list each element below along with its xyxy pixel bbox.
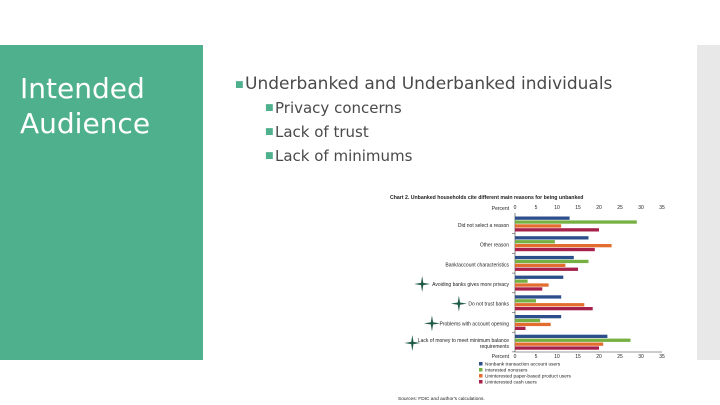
bar xyxy=(515,334,608,338)
bar xyxy=(515,255,574,260)
tick-label-top: 30 xyxy=(638,205,644,211)
bar xyxy=(515,315,562,319)
bullet-text: Underbanked and Underbanked individuals xyxy=(245,74,613,94)
star-marker-icon xyxy=(414,275,431,292)
bar xyxy=(515,216,570,220)
bar xyxy=(515,287,543,291)
legend-swatch xyxy=(479,380,483,384)
right-edge-band xyxy=(697,45,720,360)
category-label: Lack of money to meet minimum balance xyxy=(418,338,509,344)
title-panel: Intended Audience xyxy=(0,45,203,360)
category-label: Avoiding banks gives more privacy xyxy=(432,282,509,288)
category-label: Problems with account opening xyxy=(440,321,510,327)
bar xyxy=(515,279,528,283)
tick-label-bottom: 30 xyxy=(638,354,644,360)
chart-source-note: Sources: FDIC and author's calculations. xyxy=(398,396,485,402)
bar xyxy=(515,283,549,287)
bullet-text: Privacy concerns xyxy=(275,99,402,117)
tick-label-top: 25 xyxy=(617,205,623,211)
star-marker-icon xyxy=(404,335,421,352)
legend-label: Nonbank transaction account users xyxy=(485,361,561,367)
category-label: Did not select a reason xyxy=(458,223,509,229)
bullet-dot-icon: ■ xyxy=(265,151,274,161)
bar xyxy=(515,295,562,299)
tick-label-bottom: 5 xyxy=(535,354,538,360)
bullet-text: Lack of trust xyxy=(275,123,369,141)
bar xyxy=(515,244,612,248)
tick-label-bottom: 20 xyxy=(596,354,602,360)
legend-label: Interested nonusers xyxy=(485,367,528,373)
tick-label-bottom: 15 xyxy=(575,354,581,360)
bar xyxy=(515,228,599,232)
reasons-bar-chart: Chart 2. Unbanked households cite differ… xyxy=(390,195,665,402)
bar xyxy=(515,342,604,346)
bullet-item-2: ■ Privacy concerns xyxy=(233,96,683,120)
slide-title: Intended Audience xyxy=(20,72,151,140)
tick-label-top: 35 xyxy=(659,205,665,211)
tick-label-top: 15 xyxy=(575,205,581,211)
legend-label: Uninterested paper-based product users xyxy=(485,373,571,379)
tick-label-bottom: 25 xyxy=(617,354,623,360)
bar xyxy=(515,346,599,350)
bullet-dot-icon: ■ xyxy=(235,80,244,90)
legend-swatch xyxy=(479,362,483,366)
chart-title: Chart 2. Unbanked households cite differ… xyxy=(390,195,583,201)
axis-label-top: Percent xyxy=(492,206,510,212)
tick-label-top: 0 xyxy=(514,205,517,211)
tick-label-top: 10 xyxy=(554,205,560,211)
tick-label-bottom: 0 xyxy=(514,354,517,360)
bullet-dot-icon: ■ xyxy=(265,127,274,137)
bar xyxy=(515,220,637,224)
bar xyxy=(515,299,536,303)
tick-label-top: 20 xyxy=(596,205,602,211)
bar xyxy=(515,303,585,307)
bar xyxy=(515,307,593,311)
bar xyxy=(515,224,562,228)
category-label: Bank/account characteristics xyxy=(445,262,509,268)
bar xyxy=(515,263,566,267)
bar xyxy=(515,326,526,330)
bar xyxy=(515,236,589,240)
bar xyxy=(515,318,541,323)
tick-label-top: 5 xyxy=(535,205,538,211)
tick-label-bottom: 35 xyxy=(659,354,665,360)
bullet-item-4: ■ Lack of minimums xyxy=(233,144,683,168)
axis-label-bottom: Percent xyxy=(492,354,510,360)
bullet-item-1: ■ Underbanked and Underbanked individual… xyxy=(233,72,683,96)
bar xyxy=(515,275,564,279)
bar xyxy=(515,247,595,252)
category-label: Other reason xyxy=(480,243,509,249)
tick-label-bottom: 10 xyxy=(554,354,560,360)
legend-swatch xyxy=(479,374,483,378)
bar xyxy=(515,322,551,327)
star-marker-icon xyxy=(450,295,467,312)
star-marker-icon xyxy=(423,315,440,332)
bar xyxy=(515,259,589,264)
bullet-text: Lack of minimums xyxy=(275,147,413,165)
bullet-item-3: ■ Lack of trust xyxy=(233,120,683,144)
bullet-dot-icon: ■ xyxy=(265,103,274,113)
legend-swatch xyxy=(479,368,483,372)
bar xyxy=(515,267,578,271)
category-label: requirements xyxy=(480,344,510,350)
bullet-list: ■ Underbanked and Underbanked individual… xyxy=(233,72,683,168)
bar xyxy=(515,240,555,244)
bar xyxy=(515,338,631,342)
category-label: Do not trust banks xyxy=(468,302,509,308)
legend-label: Uninterested cash users xyxy=(485,379,537,385)
